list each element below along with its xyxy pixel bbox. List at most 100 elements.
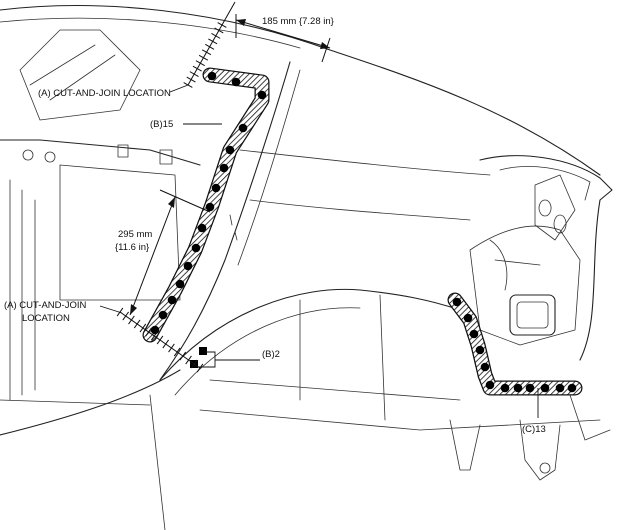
small-marks — [229, 214, 238, 241]
b15-label: (B)15 — [150, 119, 173, 130]
rear-bottom-edge — [569, 394, 611, 441]
spot-weld — [183, 261, 193, 271]
rear-panel-opening-inner — [516, 301, 549, 329]
dim-top-label: 185 mm {7.28 in} — [262, 16, 334, 27]
weld-band-b15 — [142, 67, 270, 343]
window-sill — [0, 139, 201, 166]
spot-weld — [567, 383, 577, 393]
cut-tick — [196, 363, 204, 373]
b2-label: (B)2 — [262, 349, 280, 360]
bracket-2 — [159, 149, 173, 165]
spot-weld — [150, 325, 160, 335]
cut-tick — [205, 43, 215, 50]
roof-line — [0, 5, 601, 176]
spot-weld — [158, 310, 168, 320]
cut-tick — [145, 327, 152, 337]
dimension-top — [235, 14, 331, 63]
leader-cut-left — [99, 305, 123, 314]
c-pillar-outer — [159, 61, 291, 381]
frame-ribs — [29, 44, 116, 101]
cut-tick — [162, 339, 169, 349]
upper-frame — [19, 29, 141, 121]
quarter-line — [249, 199, 471, 221]
dimension-left — [129, 189, 211, 316]
sill-line — [0, 399, 151, 406]
spot-weld-group — [150, 71, 577, 393]
cut-tick — [191, 359, 198, 369]
interior-opening — [59, 164, 181, 301]
spot-weld — [540, 383, 550, 393]
spot-weld — [480, 362, 490, 372]
spot-weld — [513, 383, 523, 393]
leader-cut-top — [169, 84, 189, 93]
spot-weld — [452, 297, 462, 307]
spot-weld — [167, 295, 177, 305]
cut-tick — [179, 351, 187, 361]
lower-panel-line — [199, 409, 601, 431]
tail-lamp-outline — [479, 155, 613, 361]
spot-weld — [525, 383, 535, 393]
dim-left-label-1: 295 mm — [118, 229, 152, 240]
spot-weld — [485, 380, 495, 390]
cut-tick — [139, 323, 147, 333]
cut-tick — [128, 315, 135, 325]
tail-lamp-inner — [499, 166, 591, 201]
cut-tick — [133, 319, 141, 329]
hole-2 — [44, 151, 56, 163]
cut-tick — [214, 27, 224, 34]
spot-weld — [475, 345, 485, 355]
spot-weld — [257, 90, 267, 100]
cut-tick — [185, 355, 192, 365]
pillar-verticals — [9, 179, 36, 401]
belt-line — [239, 149, 491, 176]
cut-tick — [156, 335, 164, 345]
cut-tick — [211, 33, 221, 39]
plug-weld-1 — [199, 347, 207, 355]
spot-weld — [555, 383, 565, 393]
cut-tick — [201, 49, 212, 56]
lamp-hole — [538, 199, 552, 217]
spot-weld — [205, 202, 215, 212]
cut-tick — [217, 22, 227, 28]
spot-weld — [238, 123, 248, 133]
cut-tick — [192, 65, 202, 72]
cut-join-left-label-2: LOCATION — [22, 313, 70, 324]
cut-tick — [173, 347, 181, 357]
wheel-arch-inner — [174, 307, 361, 396]
cut-join-left-label-1: (A) CUT-AND-JOIN — [4, 300, 86, 311]
rear-panel — [469, 225, 581, 346]
wheel-arch — [159, 288, 461, 381]
rear-panel-opening — [509, 294, 556, 336]
cut-join-top-label: (A) CUT-AND-JOIN LOCATION — [38, 88, 171, 99]
spot-weld — [225, 145, 235, 155]
cut-tick — [198, 54, 209, 61]
lower-pillar-edge — [149, 394, 166, 530]
sill-curve — [0, 369, 181, 436]
spot-weld — [207, 71, 217, 81]
inner-panel-lines — [209, 294, 461, 421]
leader-b2-bracket — [198, 351, 216, 368]
spot-weld — [175, 279, 185, 289]
spot-weld — [219, 163, 229, 173]
bracket-hole — [539, 462, 551, 474]
lamp-hole-2 — [553, 214, 567, 234]
rear-panel-ribs — [489, 239, 541, 291]
cut-tick — [208, 38, 218, 45]
spot-weld — [191, 243, 201, 253]
spot-weld — [197, 223, 207, 233]
bottom-bracket-2 — [519, 419, 561, 481]
cut-tick — [186, 76, 196, 83]
body-outline — [0, 5, 613, 530]
spot-weld — [469, 329, 479, 339]
c13-label: (C)13 — [522, 424, 546, 435]
cut-tick — [195, 60, 205, 67]
bracket-1 — [117, 144, 129, 158]
bottom-bracket-1 — [449, 419, 481, 471]
spot-weld — [211, 183, 221, 193]
spot-weld — [231, 77, 241, 87]
spot-weld — [500, 383, 510, 393]
hole-1 — [22, 149, 34, 161]
lamp-cavity — [534, 174, 576, 241]
